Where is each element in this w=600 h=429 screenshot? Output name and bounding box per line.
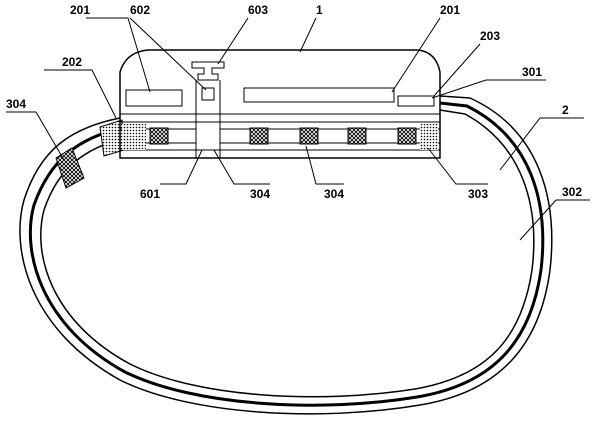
loop-outer-outline bbox=[19, 95, 553, 415]
label-304-center: 304 bbox=[250, 187, 270, 201]
label-602: 602 bbox=[130, 3, 150, 17]
chamber-203 bbox=[397, 95, 435, 107]
stem-603 bbox=[191, 61, 225, 81]
stem-602 bbox=[201, 87, 215, 101]
label-1: 1 bbox=[316, 3, 323, 17]
label-304-right: 304 bbox=[324, 187, 344, 201]
label-202: 202 bbox=[62, 55, 82, 69]
label-301: 301 bbox=[522, 65, 542, 79]
label-2: 2 bbox=[562, 103, 569, 117]
chamber-201-left bbox=[125, 89, 183, 107]
leader-lines bbox=[6, 17, 590, 241]
loop-conductor bbox=[28, 101, 545, 407]
base-dots-left bbox=[122, 124, 146, 150]
label-201-right: 201 bbox=[440, 3, 460, 17]
chamber-201-right bbox=[243, 87, 395, 103]
stem-601 bbox=[195, 114, 221, 159]
base-block-5 bbox=[397, 127, 417, 145]
label-302: 302 bbox=[562, 185, 582, 199]
base-block-2 bbox=[249, 127, 269, 145]
base-block-1 bbox=[149, 127, 169, 145]
label-603: 603 bbox=[248, 3, 268, 17]
housing bbox=[119, 49, 441, 159]
base-block-3 bbox=[299, 127, 319, 145]
label-304-left: 304 bbox=[6, 97, 26, 111]
label-203: 203 bbox=[480, 29, 500, 43]
label-601: 601 bbox=[140, 187, 160, 201]
reference-labels: 201 602 603 1 201 203 202 301 2 304 302 … bbox=[6, 3, 582, 201]
base-dots-right bbox=[420, 124, 438, 150]
base-block-4 bbox=[347, 127, 367, 145]
loop-band bbox=[19, 95, 553, 415]
housing-outline bbox=[119, 49, 441, 159]
loop-inner-outline bbox=[40, 109, 535, 398]
label-201-left: 201 bbox=[70, 3, 90, 17]
label-303: 303 bbox=[468, 187, 488, 201]
